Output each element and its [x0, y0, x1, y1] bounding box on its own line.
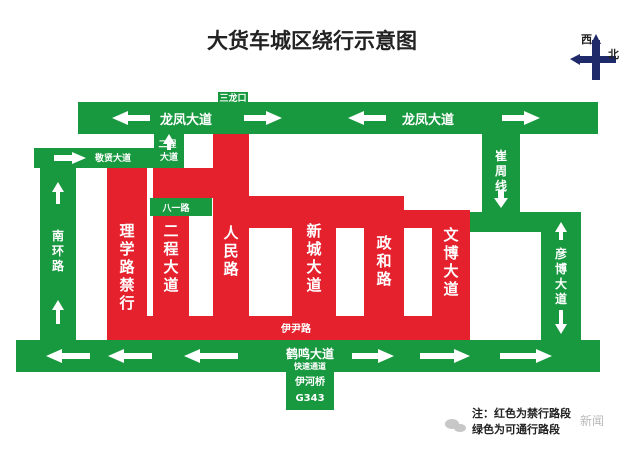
arrow-left-icon	[112, 111, 150, 125]
arrow-left-icon	[184, 349, 238, 363]
wechat-icon	[445, 419, 466, 432]
forbidden-roads	[107, 134, 470, 340]
arrow-left-icon	[348, 111, 386, 125]
label-heming: 鹤鸣大道	[286, 346, 334, 361]
watermark: 新闻	[580, 413, 604, 428]
road-sanlongkou-stub	[218, 92, 248, 104]
label-zhenghe: 政和路	[376, 234, 392, 288]
label-xincheng: 新城大道	[306, 222, 321, 294]
arrow-down-icon	[555, 310, 567, 334]
arrow-left-icon	[46, 349, 90, 363]
arrow-up-icon	[163, 134, 175, 150]
arrow-right-icon	[244, 111, 282, 125]
map-title: 大货车城区绕行示意图	[207, 29, 417, 53]
label-kuaisu: 快速通道	[294, 361, 326, 371]
label-longfeng-left: 龙凤大道	[160, 112, 212, 128]
road-yanbo-connector	[470, 212, 581, 232]
arrow-up-icon	[555, 222, 567, 240]
label-nanhuan: 南环路	[52, 228, 65, 273]
road-renmin	[213, 134, 249, 340]
arrow-left-icon	[108, 349, 152, 363]
legend-red: 注：红色为禁行路段	[472, 406, 571, 420]
label-yihe: 伊河桥	[294, 375, 326, 388]
arrow-right-icon	[502, 111, 540, 125]
compass-west: 西	[581, 33, 592, 46]
road-bayi	[150, 198, 212, 216]
road-lixue	[107, 168, 147, 340]
arrow-right-icon	[420, 349, 470, 363]
label-wenbo: 文博大道	[443, 226, 459, 298]
label-longfeng-right: 龙凤大道	[402, 112, 454, 128]
label-g343: G343	[295, 393, 324, 404]
compass-north: 北	[608, 47, 619, 61]
road-yiyin	[107, 316, 470, 340]
label-ercheng-small: 二程 大道	[158, 138, 179, 163]
arrow-right-icon	[352, 349, 394, 363]
road-yihe-bridge	[286, 370, 334, 410]
arrow-up-icon	[52, 182, 64, 204]
label-renmin: 人民路	[223, 224, 239, 278]
label-sanlongkou: 三龙口	[219, 92, 246, 104]
direction-arrows	[46, 111, 567, 363]
label-yanbo: 彦博大道	[555, 246, 567, 306]
label-ercheng: 二程大道	[163, 222, 178, 294]
label-lixue: 理学路禁行	[118, 222, 135, 312]
label-jingxian: 敬贤大道	[94, 152, 131, 164]
arrow-down-icon	[494, 190, 508, 208]
arrow-right-icon	[500, 349, 552, 363]
arrow-right-icon	[54, 152, 86, 164]
arrow-up-icon	[52, 300, 64, 324]
compass-icon	[570, 34, 616, 80]
road-ercheng-renmin-link	[153, 168, 213, 198]
label-bayi: 八一路	[161, 202, 190, 214]
label-cuizhou: 崔周线	[495, 148, 507, 193]
label-yiyin: 伊尹路	[280, 322, 312, 335]
legend-green: 绿色为可通行路段	[472, 422, 560, 436]
